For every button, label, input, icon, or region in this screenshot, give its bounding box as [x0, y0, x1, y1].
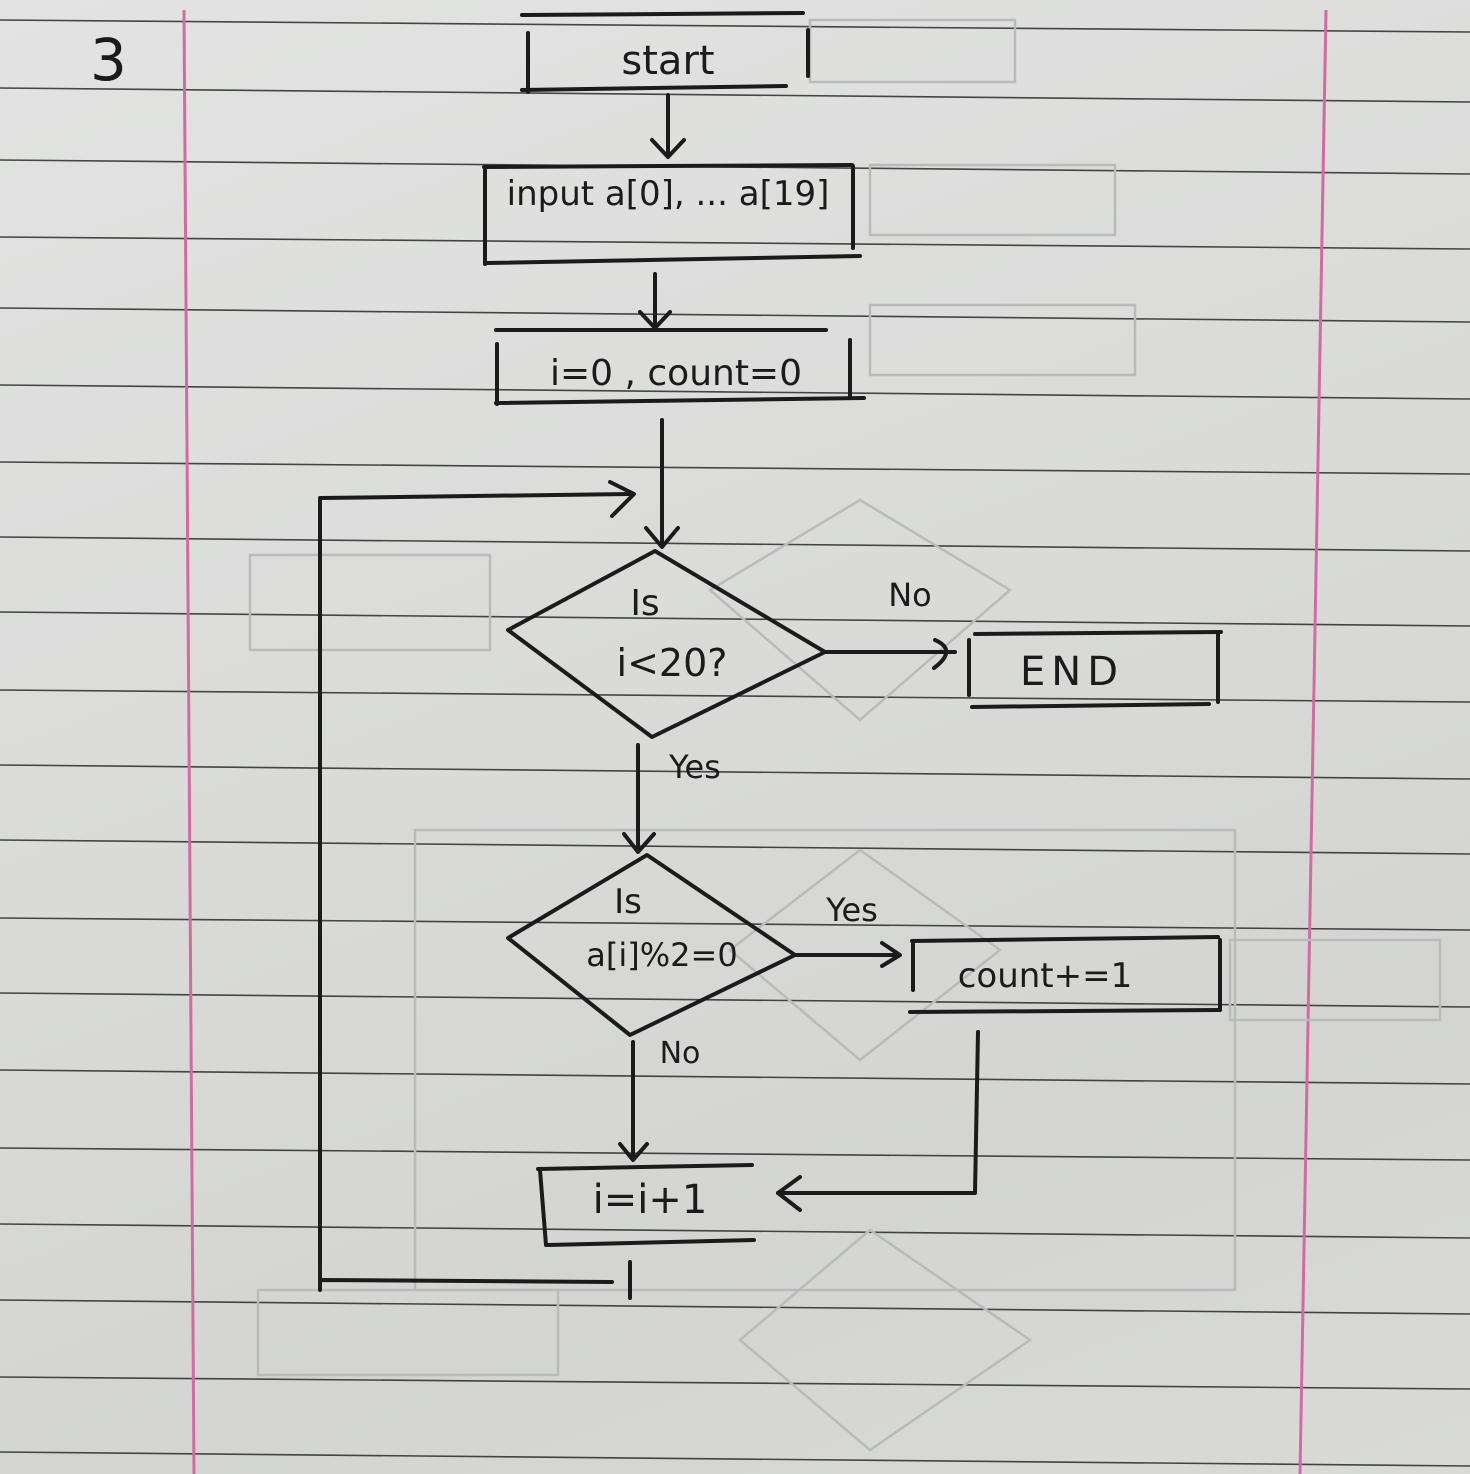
init-box: i=0 , count=0 — [494, 328, 866, 406]
ruled-line — [0, 611, 1470, 627]
ruled-line — [0, 536, 1470, 552]
arrow-loop-back — [318, 480, 636, 1300]
even-decision: Is a[i]%2=0 — [506, 853, 797, 1037]
increment-box: i=i+1 — [536, 1163, 756, 1247]
arrow-even-yes-to-count: Yes — [793, 891, 902, 968]
start-box: start — [520, 11, 810, 94]
loop-yes-label: Yes — [668, 748, 721, 786]
ruled-line — [0, 1299, 1470, 1315]
end-label: END — [1020, 649, 1124, 695]
start-label: start — [621, 38, 714, 84]
ruled-line — [0, 461, 1470, 475]
arrow-input-to-init — [638, 272, 672, 330]
ruled-line — [0, 1147, 1470, 1161]
left-margin-line — [182, 9, 196, 1474]
arrow-loop-yes-to-even-decision: Yes — [622, 743, 721, 854]
loop-decision-line1: Is — [630, 583, 659, 624]
ruled-line — [0, 1451, 1470, 1467]
ruled-line — [0, 236, 1470, 250]
loop-decision: Is i<20? — [506, 549, 827, 739]
even-yes-label: Yes — [825, 891, 878, 929]
ruled-line — [0, 1376, 1470, 1390]
even-decision-line2: a[i]%2=0 — [586, 936, 737, 974]
init-label: i=0 , count=0 — [550, 353, 802, 394]
count-label: count+=1 — [958, 956, 1133, 996]
page-number: 3 — [90, 26, 127, 94]
arrow-init-to-loop-decision — [644, 418, 680, 549]
end-box: END — [967, 630, 1223, 709]
increment-label: i=i+1 — [593, 1177, 708, 1223]
arrow-loop-no-to-end: No — [824, 576, 957, 670]
ruled-line — [0, 839, 1470, 855]
ruled-line — [0, 87, 1470, 103]
ruled-line — [0, 1223, 1470, 1239]
right-margin-line — [1298, 9, 1328, 1474]
ruled-line — [0, 384, 1470, 400]
input-label: input a[0], ... a[19] — [507, 174, 830, 214]
even-no-label: No — [660, 1036, 701, 1071]
arrow-count-to-increment — [776, 1030, 980, 1212]
arrow-start-to-input — [650, 93, 686, 159]
input-box: input a[0], ... a[19] — [482, 163, 862, 266]
ruled-line — [0, 307, 1470, 323]
ruled-line — [0, 992, 1470, 1008]
ruled-lines — [0, 19, 1470, 1467]
loop-no-label: No — [888, 576, 932, 614]
even-decision-line1: Is — [614, 882, 642, 922]
loop-decision-line2: i<20? — [617, 641, 728, 685]
count-box: count+=1 — [908, 935, 1222, 1014]
ruled-line — [0, 1069, 1470, 1085]
arrow-even-no-to-increment: No — [618, 1036, 701, 1162]
ruled-line — [0, 917, 1470, 931]
ruled-line — [0, 19, 1470, 33]
ruled-line — [0, 764, 1470, 780]
show-through-ghost — [248, 18, 1442, 1452]
